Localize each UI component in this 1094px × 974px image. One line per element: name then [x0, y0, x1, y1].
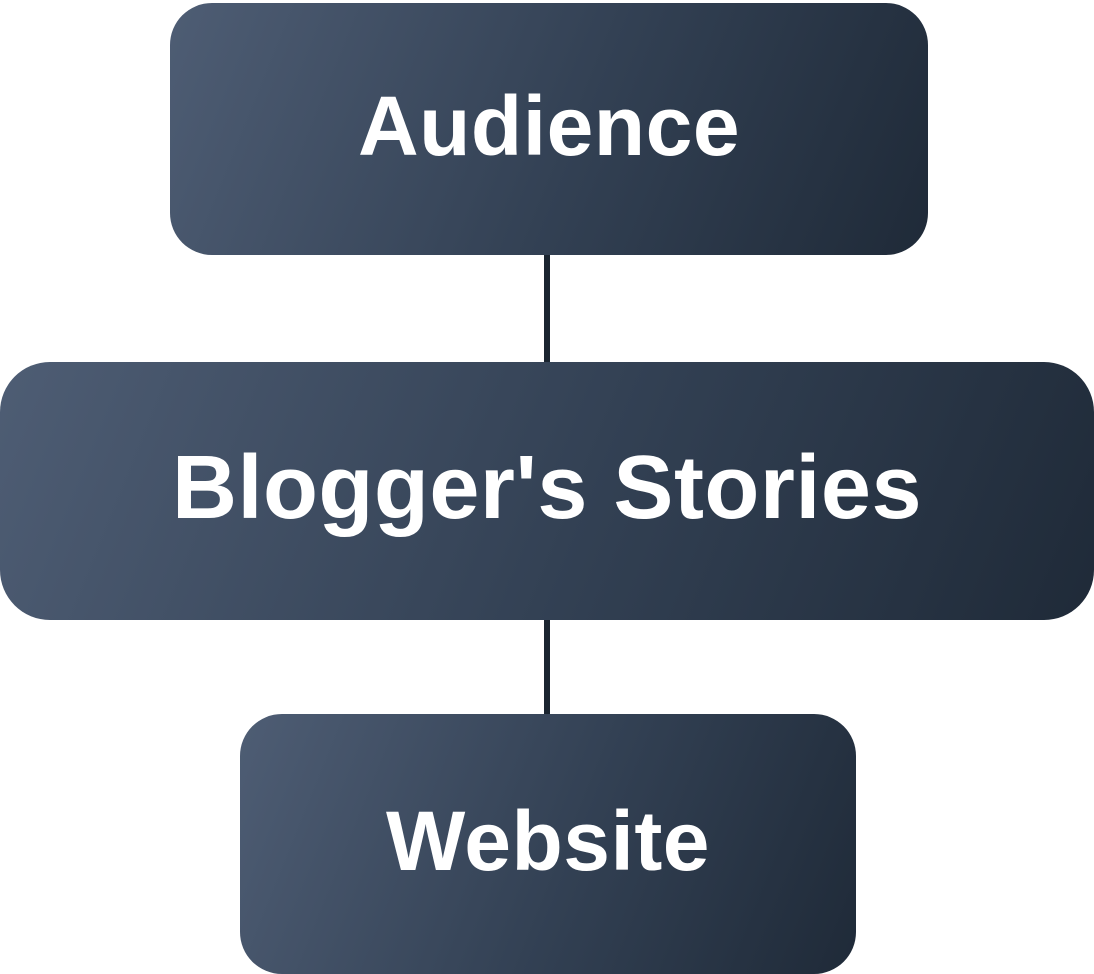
- connector-audience-to-bloggers-stories: [544, 250, 550, 370]
- node-bloggers-stories-label: Blogger's Stories: [171, 438, 923, 538]
- node-audience-label: Audience: [357, 79, 741, 173]
- node-website: Website: [240, 714, 856, 974]
- connector-bloggers-stories-to-website: [544, 614, 550, 722]
- node-audience: Audience: [170, 3, 928, 255]
- node-bloggers-stories: Blogger's Stories: [0, 362, 1094, 620]
- node-website-label: Website: [385, 794, 711, 888]
